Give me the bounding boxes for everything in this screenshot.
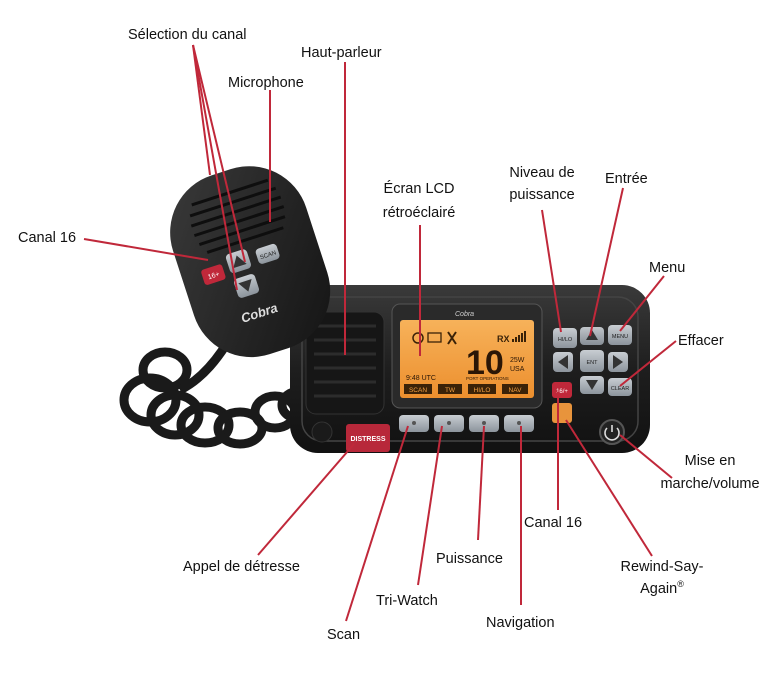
leader-channel-select-b: [192, 44, 246, 263]
label-triwatch: Tri-Watch: [376, 593, 438, 609]
label-power-volume-line2: marche/volume: [660, 476, 760, 493]
label-navigation: Navigation: [486, 615, 555, 631]
leader-lines: [83, 44, 677, 622]
menu-button[interactable]: [608, 325, 632, 345]
label-channel16-right: Canal 16: [524, 515, 583, 531]
leader-power: [477, 425, 485, 541]
label-rewind-line2: Again: [640, 580, 678, 597]
leader-triwatch: [417, 425, 443, 586]
power-icon: [604, 425, 620, 441]
label-scan: Scan: [327, 627, 361, 643]
leader-channel-select-a: [192, 44, 211, 176]
channel16-key-label: 16/+: [556, 389, 568, 395]
lcd-time: 9:48 UTC: [406, 375, 436, 382]
clear-button[interactable]: [608, 378, 632, 396]
label-distress: Appel de détresse: [183, 559, 300, 575]
label-lcd-line2: rétroéclairé: [382, 205, 456, 222]
label-menu: Menu: [649, 260, 686, 276]
dual-watch-icon: [412, 332, 424, 344]
clear-key-label: CLEAR: [611, 386, 629, 392]
mic-scan-button[interactable]: [255, 243, 281, 265]
lcd-channel: 10: [466, 344, 504, 382]
hilo-key-label: HI/LO: [558, 337, 573, 343]
label-lcd-line1: Écran LCD: [383, 181, 455, 197]
label-channel-select: Sélection du canal: [128, 27, 247, 43]
speaker-grille: [305, 311, 385, 415]
label-lcd: Écran LCD rétroéclairé: [372, 180, 466, 222]
distress-key-label: DISTRESS: [350, 436, 385, 443]
lcd-softkey-labels: SCAN TW HI/LO NAV: [404, 384, 528, 394]
rewind-say-again-button[interactable]: [552, 403, 572, 423]
cord-jack: [311, 421, 333, 443]
leader-channel-select-c: [192, 44, 238, 291]
label-rewind-mark: ®: [677, 579, 684, 590]
label-power-volume-line1: Mise en: [684, 453, 736, 469]
label-enter: Entrée: [605, 171, 648, 187]
lcd-power: 25W: [510, 357, 525, 364]
coiled-cord: [119, 317, 323, 449]
label-rewind-line1: Rewind-Say-: [620, 559, 704, 575]
softkey-label-scan: SCAN: [409, 387, 427, 394]
label-power-level-line2: puissance: [509, 187, 575, 204]
lcd-region: USA: [510, 366, 525, 373]
ent-button[interactable]: [580, 350, 604, 372]
label-microphone: Microphone: [228, 75, 304, 91]
radio-brand: Cobra: [455, 311, 474, 318]
signal-bars-icon: [512, 331, 526, 342]
label-rewind-line2-wrap: Again®: [612, 579, 712, 598]
softkey-label-tw: TW: [445, 387, 456, 394]
label-channel16-left: Canal 16: [18, 230, 77, 246]
leader-scan: [345, 425, 409, 622]
menu-key-label: MENU: [612, 334, 628, 340]
label-power-level-line1: Niveau de: [509, 165, 575, 181]
leader-distress: [257, 443, 355, 556]
keypad: HI/LO ENT MENU CLEAR 16/+: [552, 325, 632, 445]
leader-power-level: [541, 209, 562, 333]
leader-enter: [589, 187, 624, 337]
softkey-label-nav: NAV: [509, 387, 523, 394]
microphone: 16+ SCAN Cobra: [170, 166, 331, 358]
leader-clear: [619, 340, 677, 387]
label-speaker: Haut-parleur: [301, 45, 382, 61]
leader-channel16-left: [83, 238, 209, 261]
satellite-icon: [447, 331, 457, 345]
ent-key-label: ENT: [587, 360, 599, 366]
label-rewind: Rewind-Say- Again®: [612, 558, 712, 598]
lcd-screen: RX 10 25W USA 9:48 UTC PORT OPERATIONS S…: [400, 320, 534, 398]
lcd-rx: RX: [497, 334, 510, 344]
label-power: Puissance: [436, 551, 503, 567]
softkey-label-hilo: HI/LO: [474, 387, 491, 394]
label-power-volume: Mise en marche/volume: [650, 452, 770, 493]
leader-power-volume: [619, 434, 673, 479]
mic-scan-label: SCAN: [259, 250, 277, 261]
hilo-button[interactable]: [553, 328, 577, 348]
lcd-mode: PORT OPERATIONS: [466, 376, 509, 381]
mic-channel16-label: 16+: [207, 271, 220, 281]
distress-area: DISTRESS: [346, 424, 390, 452]
message-icon: [427, 332, 442, 343]
label-power-level: Niveau de puissance: [496, 164, 588, 204]
label-clear: Effacer: [678, 333, 724, 349]
leader-menu: [619, 275, 665, 332]
mic-channel16-button[interactable]: [200, 264, 226, 286]
distress-button[interactable]: [346, 424, 390, 452]
leader-rewind: [565, 419, 653, 557]
